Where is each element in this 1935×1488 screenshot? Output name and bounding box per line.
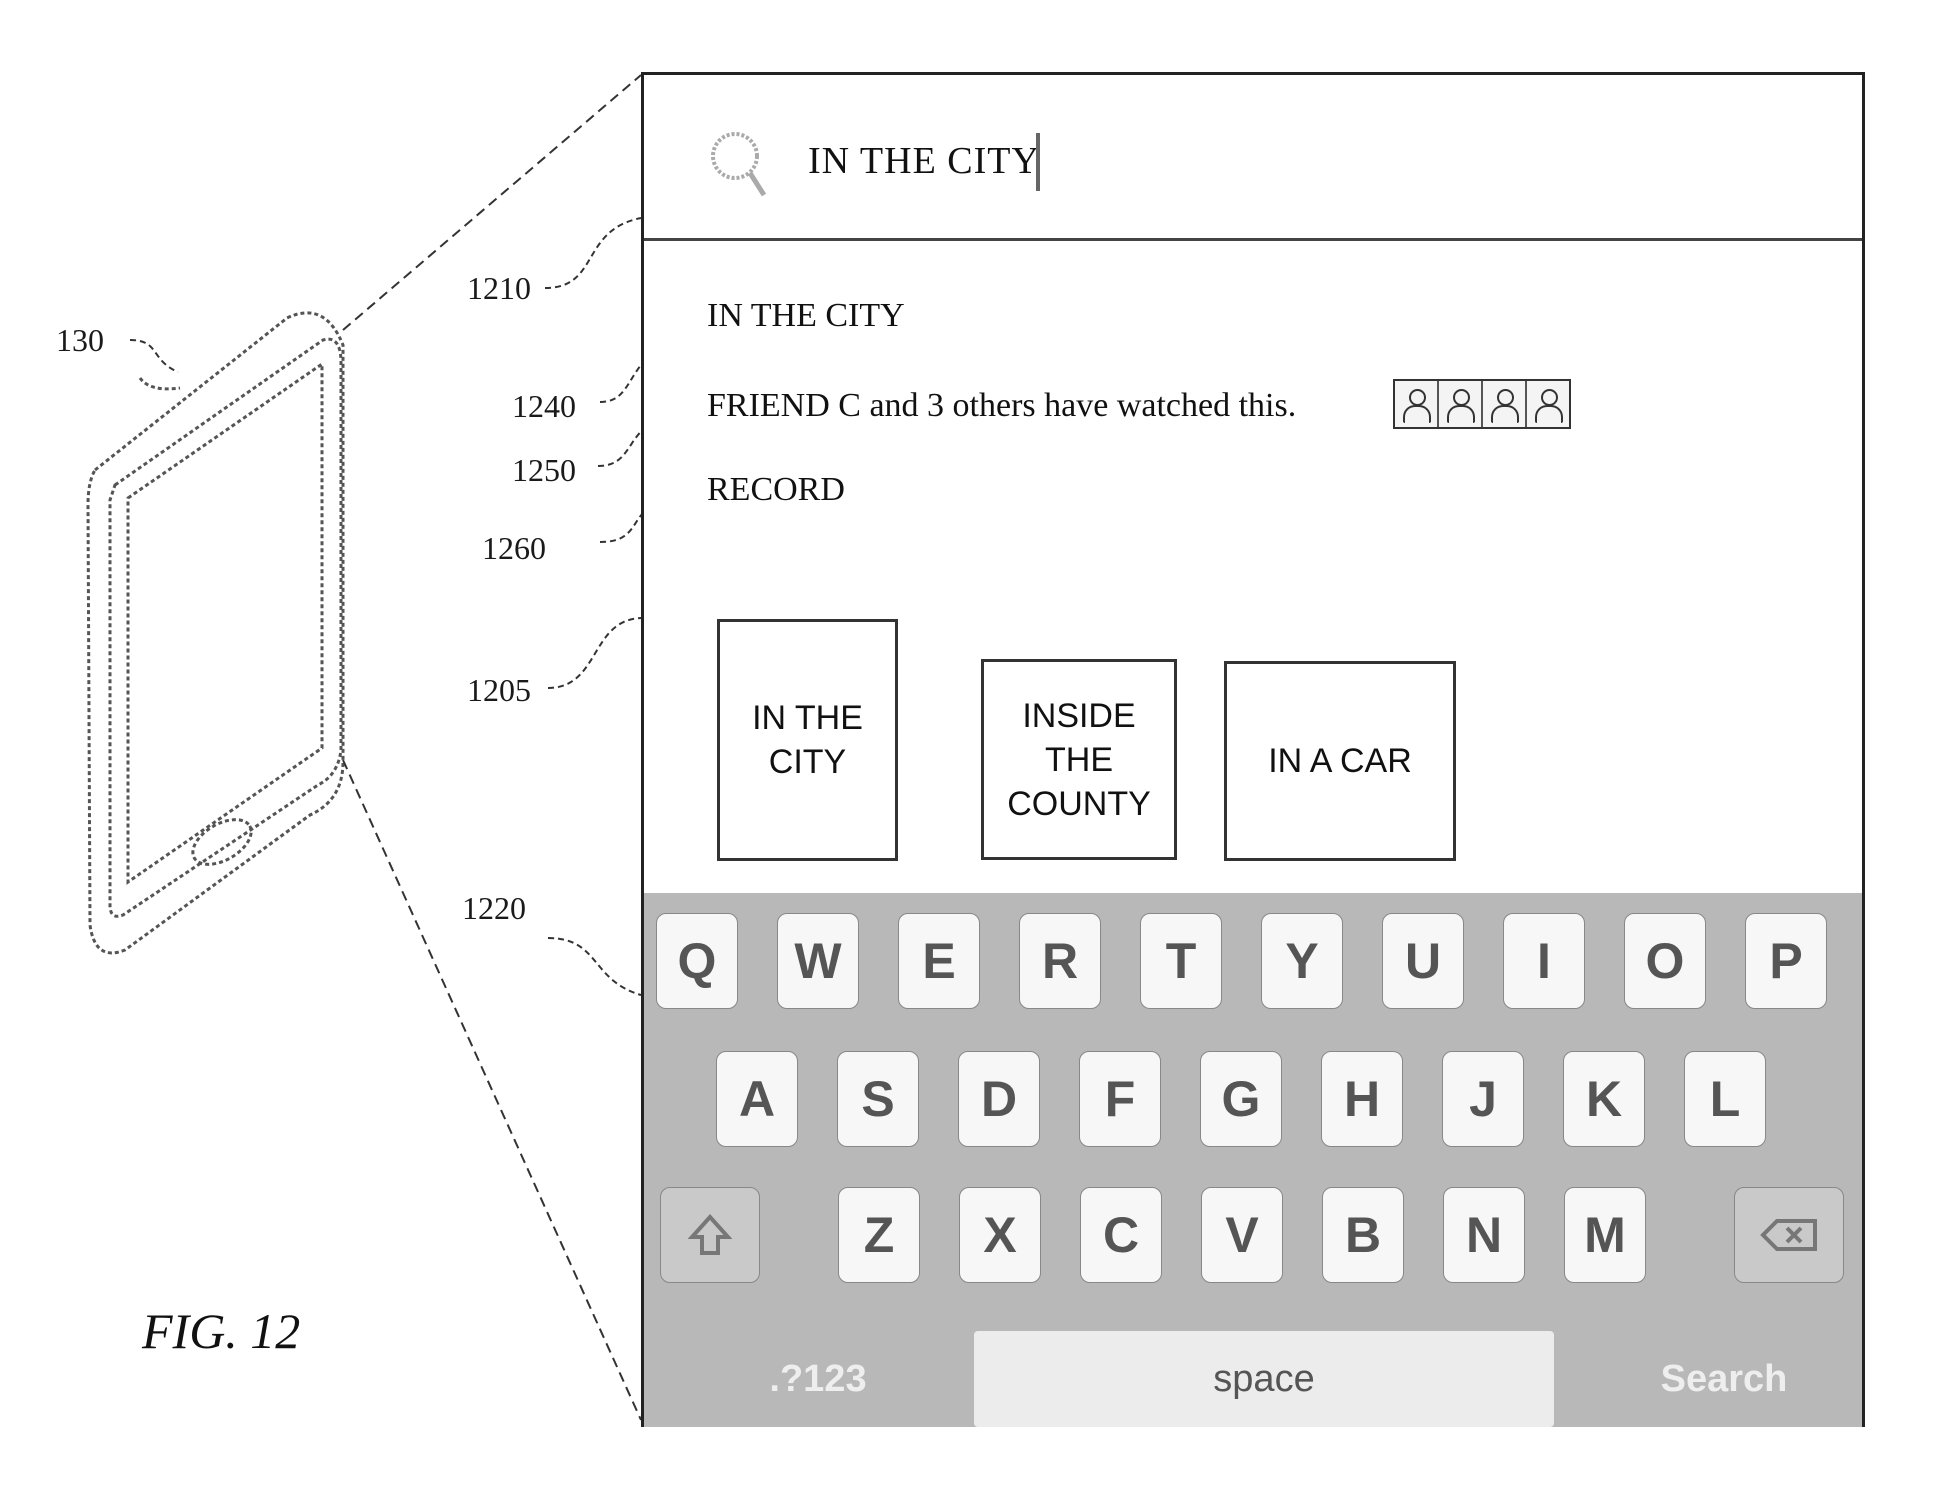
key-b[interactable]: B bbox=[1322, 1187, 1404, 1283]
on-screen-keyboard: Q W E R T Y U I O P A S D F G H J K L bbox=[644, 893, 1862, 1427]
text-cursor bbox=[1036, 133, 1040, 191]
key-i[interactable]: I bbox=[1503, 913, 1585, 1009]
suggestion-card-in-a-car[interactable]: IN A CAR bbox=[1224, 661, 1456, 861]
search-key[interactable]: Search bbox=[1594, 1333, 1854, 1425]
key-s[interactable]: S bbox=[837, 1051, 919, 1147]
record-button[interactable]: RECORD bbox=[707, 471, 845, 509]
suggestion-card-inside-the-county[interactable]: INSIDE THE COUNTY bbox=[981, 659, 1177, 860]
key-q[interactable]: Q bbox=[656, 913, 738, 1009]
key-w[interactable]: W bbox=[777, 913, 859, 1009]
shift-key[interactable] bbox=[660, 1187, 760, 1283]
key-g[interactable]: G bbox=[1200, 1051, 1282, 1147]
key-z[interactable]: Z bbox=[838, 1187, 920, 1283]
key-x[interactable]: X bbox=[959, 1187, 1041, 1283]
key-m[interactable]: M bbox=[1564, 1187, 1646, 1283]
key-o[interactable]: O bbox=[1624, 913, 1706, 1009]
ref-1220: 1220 bbox=[462, 890, 526, 927]
ref-1260: 1260 bbox=[482, 530, 546, 567]
result-title[interactable]: IN THE CITY bbox=[707, 297, 905, 335]
space-key[interactable]: space bbox=[974, 1331, 1554, 1427]
device-screen: IN THE CITY IN THE CITY FRIEND C and 3 o… bbox=[641, 72, 1865, 1427]
backspace-icon bbox=[1759, 1217, 1819, 1253]
ref-1250: 1250 bbox=[512, 452, 576, 489]
key-c[interactable]: C bbox=[1080, 1187, 1162, 1283]
search-input[interactable]: IN THE CITY bbox=[808, 139, 1040, 183]
key-h[interactable]: H bbox=[1321, 1051, 1403, 1147]
key-r[interactable]: R bbox=[1019, 913, 1101, 1009]
key-d[interactable]: D bbox=[958, 1051, 1040, 1147]
backspace-key[interactable] bbox=[1734, 1187, 1844, 1283]
numbers-key[interactable]: .?123 bbox=[708, 1333, 928, 1425]
key-t[interactable]: T bbox=[1140, 913, 1222, 1009]
phone-device bbox=[88, 313, 343, 953]
avatar bbox=[1439, 381, 1483, 427]
suggestion-card-in-the-city[interactable]: IN THE CITY bbox=[717, 619, 898, 861]
avatar bbox=[1483, 381, 1527, 427]
ref-1210: 1210 bbox=[467, 270, 531, 307]
key-l[interactable]: L bbox=[1684, 1051, 1766, 1147]
friend-avatars bbox=[1393, 379, 1571, 429]
key-v[interactable]: V bbox=[1201, 1187, 1283, 1283]
key-j[interactable]: J bbox=[1442, 1051, 1524, 1147]
avatar bbox=[1395, 381, 1439, 427]
key-n[interactable]: N bbox=[1443, 1187, 1525, 1283]
avatar bbox=[1527, 381, 1569, 427]
key-k[interactable]: K bbox=[1563, 1051, 1645, 1147]
ref-130: 130 bbox=[56, 322, 104, 359]
key-e[interactable]: E bbox=[898, 913, 980, 1009]
key-f[interactable]: F bbox=[1079, 1051, 1161, 1147]
search-bar[interactable]: IN THE CITY bbox=[644, 75, 1862, 241]
key-a[interactable]: A bbox=[716, 1051, 798, 1147]
key-y[interactable]: Y bbox=[1261, 913, 1343, 1009]
key-u[interactable]: U bbox=[1382, 913, 1464, 1009]
friends-watched-text: FRIEND C and 3 others have watched this. bbox=[707, 387, 1296, 425]
ref-1205: 1205 bbox=[467, 672, 531, 709]
search-icon bbox=[708, 129, 768, 199]
ref-1240: 1240 bbox=[512, 388, 576, 425]
key-p[interactable]: P bbox=[1745, 913, 1827, 1009]
shift-icon bbox=[688, 1213, 732, 1257]
figure-label: FIG. 12 bbox=[142, 1302, 300, 1360]
